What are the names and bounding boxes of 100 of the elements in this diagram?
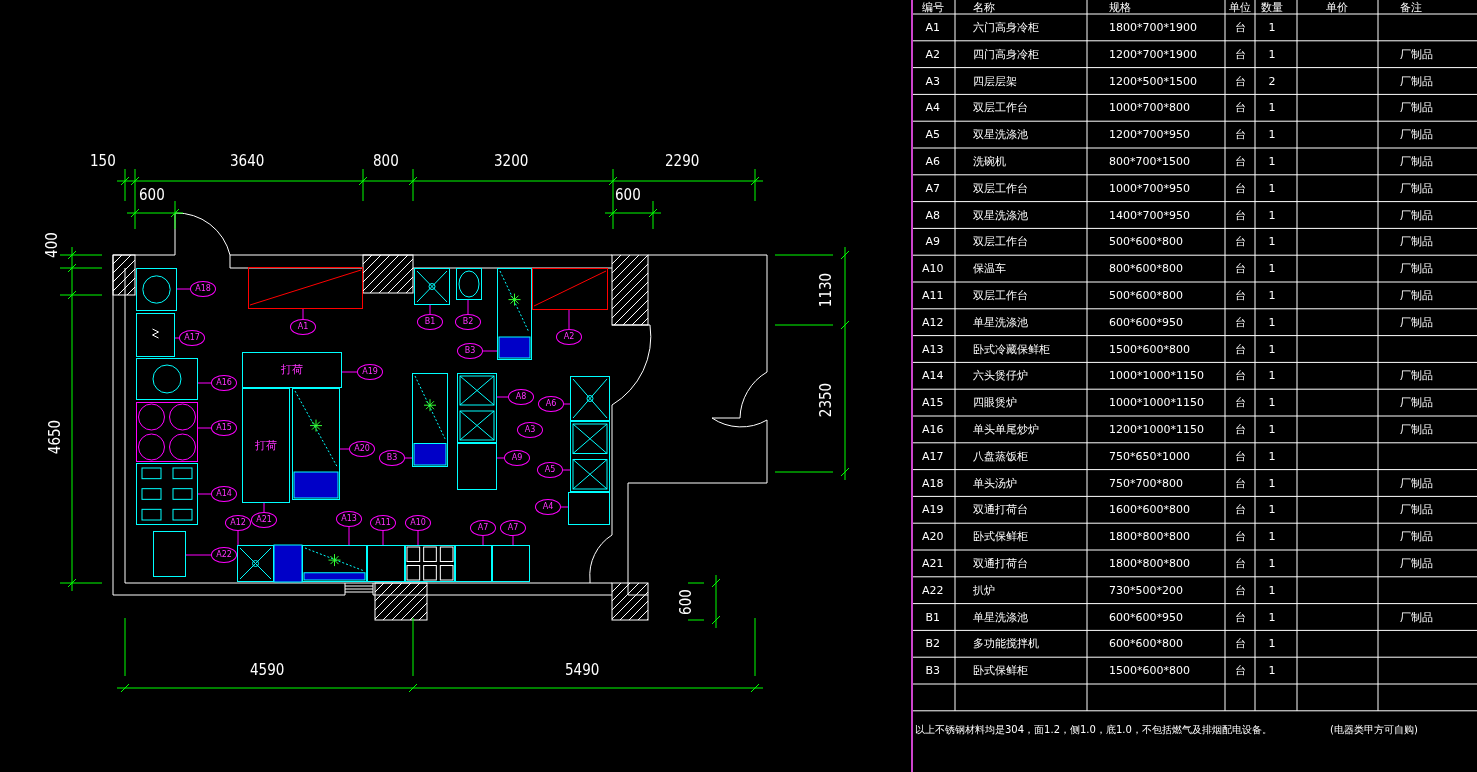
table-cell: 双通打荷台 [973, 556, 1028, 570]
table-cell: 台 [1234, 610, 1246, 624]
workbench-drawing [412, 373, 448, 467]
table-cell: 八盘蒸饭柜 [973, 449, 1028, 463]
leader-line [185, 554, 212, 556]
callout-number: A8 [508, 389, 534, 405]
note-text: (电器类甲方可自购) [1330, 723, 1418, 736]
sink-drawing [414, 268, 450, 305]
callout-number: B3 [379, 450, 405, 466]
table-cell: 800*600*800 [1109, 262, 1183, 276]
table-cell: 1 [1268, 396, 1276, 410]
table-cell: 600*600*950 [1109, 610, 1183, 624]
table-cell: 厂制品 [1400, 74, 1433, 88]
table-cell: 1800*800*800 [1109, 530, 1190, 544]
table-cell: 厂制品 [1400, 556, 1433, 570]
table-cell: 台 [1234, 20, 1246, 34]
leader-line [512, 535, 514, 546]
equipment-label: 打荷 [280, 364, 304, 376]
leader-line [339, 448, 350, 450]
burner-drawing [136, 268, 177, 311]
counter-drawing [242, 352, 342, 388]
dimension-text: 600 [139, 187, 165, 203]
table-cell: 1 [1268, 262, 1276, 276]
table-cell: 1200*700*950 [1109, 128, 1190, 142]
counter-drawing [242, 388, 290, 503]
leader-line [382, 530, 384, 546]
leader-line [496, 457, 505, 459]
table-cell: 台 [1234, 583, 1246, 597]
table-cell: A4 [925, 101, 941, 115]
table-cell: 厂制品 [1400, 610, 1433, 624]
callout-number: A3 [517, 422, 543, 438]
table-cell: 1 [1268, 556, 1276, 570]
callout-number: A15 [211, 420, 237, 436]
table-cell: B1 [925, 610, 941, 624]
cabinet-drawing [136, 313, 175, 357]
table-cell: 台 [1234, 396, 1246, 410]
note-text: 以上不锈钢材料均是304，面1.2，侧1.0，底1.0，不包括燃气及排烟配电设备。 [915, 723, 1272, 736]
table-cell: 1 [1268, 449, 1276, 463]
workbench-drawing [497, 268, 532, 360]
table-cell: A9 [925, 235, 941, 249]
table-cell: 500*600*800 [1109, 235, 1183, 249]
leader-line [197, 493, 212, 495]
table-cell: 台 [1234, 664, 1246, 678]
callout-number: B1 [417, 314, 443, 330]
table-cell: 单星洗涤池 [973, 610, 1028, 624]
table-cell: 双星洗涤池 [973, 128, 1028, 142]
grill-drawing [153, 531, 186, 577]
leader-line [174, 337, 180, 339]
table-cell: A16 [922, 422, 944, 436]
table-cell: 厂制品 [1400, 101, 1433, 115]
table-cell: 1 [1268, 47, 1276, 61]
leader-line [263, 502, 265, 513]
table-cell: 1500*600*800 [1109, 664, 1190, 678]
leader-line [176, 288, 191, 290]
table-cell: 四眼煲炉 [973, 396, 1017, 410]
sink-drawing [570, 421, 610, 492]
table-cell: 双通打荷台 [973, 503, 1028, 517]
leader-line [563, 403, 571, 405]
column-header: 名称 [973, 0, 995, 14]
table-cell: 双层工作台 [973, 101, 1028, 115]
table-cell: 台 [1234, 449, 1246, 463]
callout-number: A7 [470, 520, 496, 536]
table-cell: B3 [925, 664, 941, 678]
leader-line [302, 308, 304, 320]
table-cell: 厂制品 [1400, 181, 1433, 195]
stove-drawing [136, 402, 198, 462]
callout-number: A16 [211, 375, 237, 391]
callout-number: A2 [556, 329, 582, 345]
table-cell: 台 [1234, 181, 1246, 195]
table-cell: 台 [1234, 637, 1246, 651]
dimension-text: 150 [90, 153, 116, 169]
table-cell: 1 [1268, 154, 1276, 168]
table-cell: 1800*700*1900 [1109, 20, 1197, 34]
callout-number: A17 [179, 330, 205, 346]
table-cell: 双层工作台 [973, 288, 1028, 302]
table-cell: A5 [925, 128, 941, 142]
table-cell: 厂制品 [1400, 235, 1433, 249]
refrigerator-drawing [302, 545, 367, 582]
leader-line [482, 535, 484, 546]
table-cell: 1 [1268, 530, 1276, 544]
sink-drawing [457, 373, 497, 443]
table-cell: 厂制品 [1400, 530, 1433, 544]
table-cell: 1 [1268, 128, 1276, 142]
table-cell: 双星洗涤池 [973, 208, 1028, 222]
table-cell: A1 [925, 20, 941, 34]
table-cell: 台 [1234, 422, 1246, 436]
mixer-drawing [456, 268, 482, 300]
callout-number: A7 [500, 520, 526, 536]
callout-number: A10 [405, 515, 431, 531]
dimension-text: 600 [677, 589, 694, 615]
callout-number: A13 [336, 511, 362, 527]
table-cell: A13 [922, 342, 944, 356]
table-cell: 厂制品 [1400, 154, 1433, 168]
table-cell: 卧式冷藏保鲜柜 [973, 342, 1050, 356]
table-cell: A8 [925, 208, 941, 222]
table-cell: 1500*600*800 [1109, 342, 1190, 356]
refrigerator-drawing [532, 268, 608, 310]
table-cell: 1 [1268, 476, 1276, 490]
table-cell: 厂制品 [1400, 396, 1433, 410]
callout-number: A12 [225, 515, 251, 531]
